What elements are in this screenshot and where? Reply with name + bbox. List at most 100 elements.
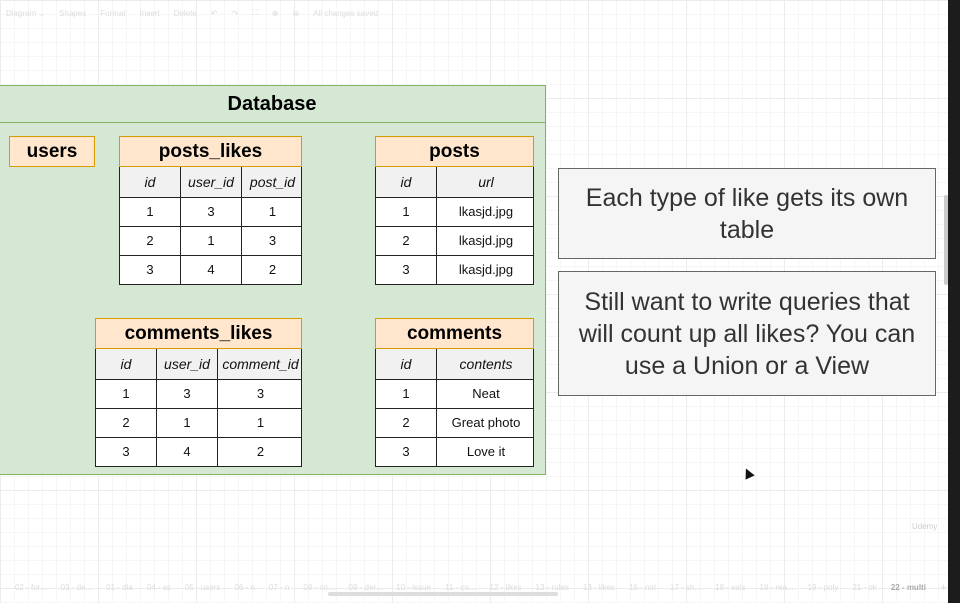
udemy-watermark: Udemy <box>912 522 938 531</box>
page-tab[interactable]: 01 - dia <box>106 582 133 592</box>
table-cell[interactable]: 2 <box>120 227 181 255</box>
column-header[interactable]: id <box>376 349 437 379</box>
page-tabs: 02 - for... 03 - de... 01 - dia 04 - ss 05 -… <box>0 578 948 596</box>
table-title: comments <box>375 318 534 349</box>
page-tab[interactable]: 06 - n <box>234 582 255 592</box>
table-cell[interactable]: 3 <box>256 386 265 401</box>
toolbar-item[interactable]: Format <box>100 8 126 18</box>
page-tab[interactable]: 07 - n <box>268 582 290 592</box>
table-cell[interactable]: 2 <box>96 409 157 437</box>
column-header[interactable]: id <box>376 167 437 197</box>
page-tab[interactable]: 21 - ok <box>852 582 877 592</box>
window-edge <box>948 0 960 603</box>
table-cell[interactable]: Great photo <box>451 415 521 430</box>
table-cell[interactable]: 1 <box>268 204 277 219</box>
table-row: 1 lkasjd.jpg <box>375 198 534 227</box>
database-title: Database <box>0 86 545 123</box>
table-cell[interactable]: 4 <box>181 256 242 284</box>
page-tab[interactable]: 02 - for... <box>15 582 47 592</box>
table-row: 1 Neat <box>375 380 534 409</box>
table-cell[interactable]: 1 <box>256 415 265 430</box>
users-table[interactable]: users <box>9 136 95 167</box>
table-cell[interactable]: 4 <box>157 438 218 466</box>
table-cell[interactable]: 2 <box>376 227 437 255</box>
toolbar-item[interactable]: Diagram ⌄ <box>6 8 46 18</box>
toolbar-item[interactable]: ⊖ <box>292 8 300 18</box>
vertical-scrollbar[interactable] <box>944 195 948 285</box>
page-tab[interactable]: 10 - issue <box>396 582 431 592</box>
table-row: 2 Great photo <box>375 409 534 438</box>
table-cell[interactable]: lkasjd.jpg <box>458 204 514 219</box>
table-cell[interactable]: 1 <box>120 198 181 226</box>
page-tab[interactable]: 13 - likes <box>582 582 615 592</box>
page-tab[interactable]: 12 - likes <box>489 582 522 592</box>
page-tab[interactable]: 18 - vals <box>715 582 746 592</box>
note-each-type[interactable]: Each type of like gets its own table <box>558 168 936 259</box>
column-header[interactable]: post_id <box>249 174 296 190</box>
add-page-button[interactable]: + <box>939 580 947 594</box>
column-header[interactable]: contents <box>459 356 513 372</box>
column-header[interactable]: comment_id <box>222 356 299 372</box>
table-cell[interactable]: 2 <box>268 262 277 277</box>
page-tab[interactable]: 08 - co... <box>303 582 335 592</box>
page-tab[interactable]: 03 - de... <box>60 582 93 592</box>
toolbar-item[interactable]: ↷ <box>231 8 239 18</box>
page-tab[interactable]: 22 - multi <box>890 582 926 592</box>
toolbar-item[interactable]: ⛶ <box>252 8 258 17</box>
table-title: posts_likes <box>119 136 302 167</box>
table-cell[interactable]: lkasjd.jpg <box>458 233 514 248</box>
column-header[interactable]: user_id <box>181 167 242 197</box>
toolbar-item[interactable]: ↶ <box>210 8 218 18</box>
toolbar-item[interactable]: Shapes <box>59 8 87 18</box>
table-cell[interactable]: 3 <box>376 438 437 466</box>
horizontal-scrollbar[interactable] <box>328 592 558 596</box>
table-cell[interactable]: 3 <box>120 256 181 284</box>
table-cell[interactable]: 3 <box>96 438 157 466</box>
page-tab[interactable]: 05 - users <box>184 582 221 592</box>
table-row: 2 lkasjd.jpg <box>375 227 534 256</box>
toolbar-item[interactable]: ⊕ <box>271 8 279 18</box>
table-cell[interactable]: 2 <box>376 409 437 437</box>
note-union-view[interactable]: Still want to write queries that will co… <box>558 271 936 396</box>
table-cell[interactable]: 3 <box>157 380 218 408</box>
table-cell[interactable]: 2 <box>256 444 265 459</box>
table-header-row: id url <box>375 167 534 198</box>
page-tab[interactable]: 09 - der... <box>348 582 383 592</box>
table-cell[interactable]: 3 <box>376 256 437 284</box>
page-tab[interactable]: 16 - not <box>628 582 657 592</box>
column-header[interactable]: id <box>96 349 157 379</box>
mouse-cursor-icon <box>741 466 755 480</box>
table-cell[interactable]: 3 <box>181 198 242 226</box>
toolbar-item[interactable]: Delete <box>173 8 197 18</box>
page-tab[interactable]: 04 - ss <box>146 582 171 592</box>
table-cell[interactable]: Neat <box>472 386 500 401</box>
toolbar-item[interactable]: Insert <box>139 8 160 18</box>
page-tab[interactable]: 18 - rea... <box>759 582 794 592</box>
table-cell[interactable]: 3 <box>268 233 277 248</box>
table-row: 3 lkasjd.jpg <box>375 256 534 285</box>
column-header[interactable]: id <box>120 167 181 197</box>
column-header[interactable]: user_id <box>157 349 218 379</box>
page-tab[interactable]: 19 - poly <box>807 582 839 592</box>
table-cell[interactable]: 1 <box>157 409 218 437</box>
page-tab[interactable]: 11 - co... <box>444 582 476 592</box>
table-cell[interactable]: 1 <box>376 198 437 226</box>
table-cell[interactable]: 1 <box>376 380 437 408</box>
column-header[interactable]: url <box>478 174 494 190</box>
page-tab[interactable]: 13 - rules <box>535 582 569 592</box>
table-cell[interactable]: 1 <box>96 380 157 408</box>
table-cell[interactable]: lkasjd.jpg <box>458 262 514 277</box>
table-cell[interactable]: 1 <box>181 227 242 255</box>
page-tab[interactable]: 17 - sh... <box>670 582 702 592</box>
table-cell[interactable]: Love it <box>466 444 506 459</box>
